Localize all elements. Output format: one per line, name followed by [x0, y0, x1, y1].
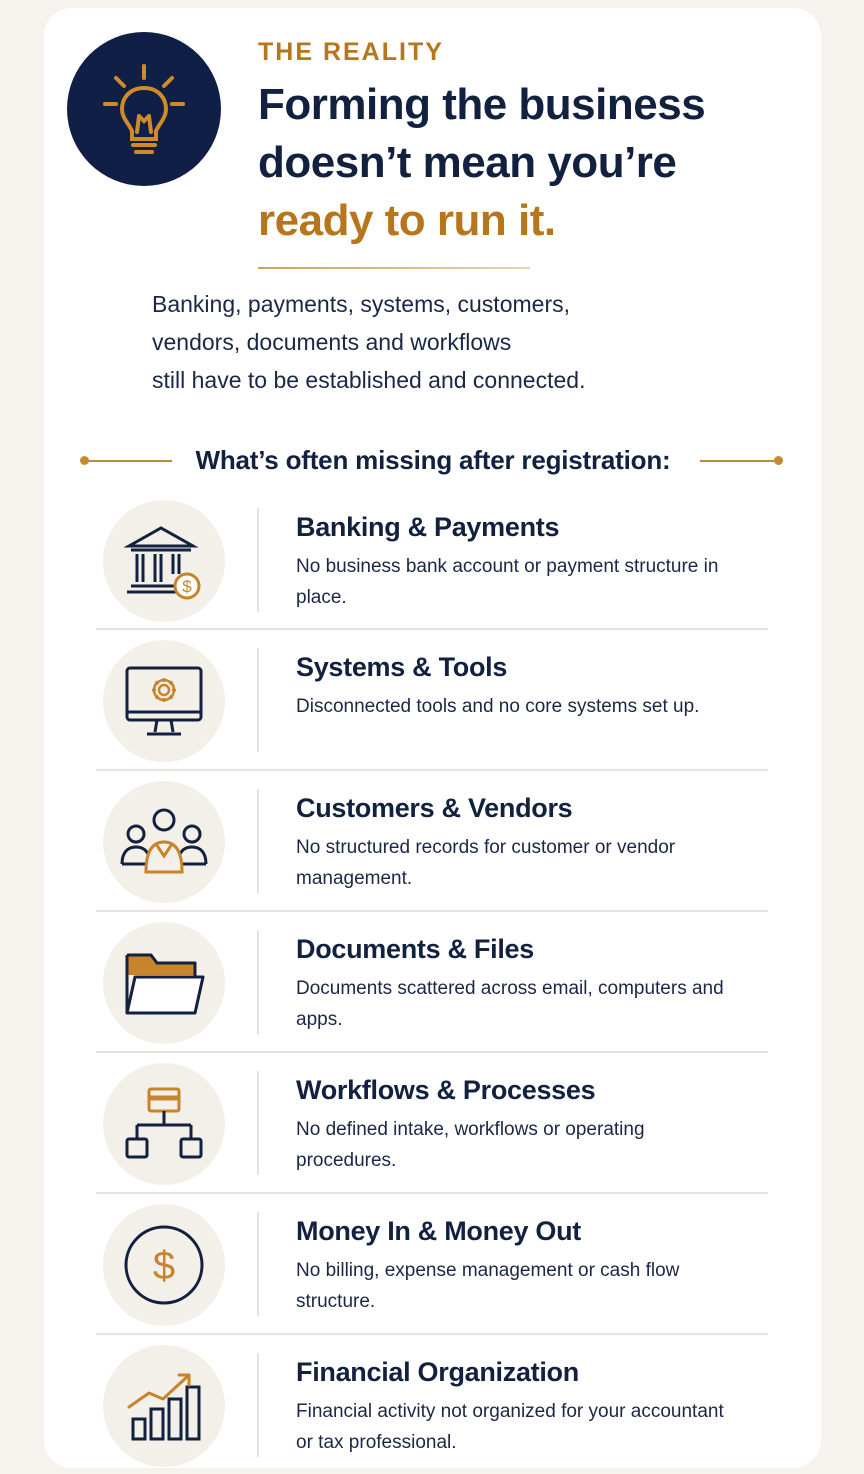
icon-circle: $ — [103, 500, 225, 622]
list-item-money: $ Money In & Money Out No billing, expen… — [96, 1204, 768, 1335]
missing-items-list: $ Banking & Payments No business bank ac… — [96, 500, 768, 1474]
list-item-customers: Customers & Vendors No structured record… — [96, 781, 768, 912]
people-icon — [120, 808, 208, 874]
heading-dot-left — [80, 456, 89, 465]
intro-line-2: vendors, documents and workflows — [152, 329, 512, 355]
item-divider — [257, 508, 259, 612]
svg-text:$: $ — [182, 577, 192, 596]
icon-circle — [103, 640, 225, 762]
bank-icon: $ — [123, 526, 201, 600]
list-item-banking: $ Banking & Payments No business bank ac… — [96, 500, 768, 630]
item-divider — [257, 789, 259, 893]
item-divider — [257, 648, 259, 752]
lightbulb-badge — [67, 32, 221, 186]
headline-accent: ready to run it. — [258, 196, 556, 245]
headline-line-1: Forming the business — [258, 80, 706, 129]
headline-divider — [258, 267, 530, 269]
item-divider — [257, 930, 259, 1034]
item-description: No structured records for customer or ve… — [296, 837, 676, 889]
item-divider — [257, 1071, 259, 1175]
headline-line-2: doesn’t mean you’re — [258, 138, 677, 187]
item-title: Systems & Tools — [296, 652, 508, 682]
heading-rule-left — [88, 460, 172, 462]
section-heading-text: What’s often missing after registration: — [195, 444, 671, 475]
item-title: Customers & Vendors — [296, 793, 573, 823]
item-description: Disconnected tools and no core systems s… — [296, 696, 700, 717]
page-headline: Forming the business doesn’t mean you’re… — [258, 76, 778, 250]
growth-chart-icon — [127, 1373, 201, 1441]
intro-line-3: still have to be established and connect… — [152, 367, 586, 393]
item-description: No business bank account or payment stru… — [296, 556, 719, 608]
workflow-icon — [125, 1087, 203, 1159]
list-item-documents: Documents & Files Documents scattered ac… — [96, 922, 768, 1053]
lightbulb-icon — [103, 64, 185, 154]
item-title: Money In & Money Out — [296, 1216, 582, 1246]
icon-circle — [103, 922, 225, 1044]
list-item-workflows: Workflows & Processes No defined intake,… — [96, 1063, 768, 1194]
item-divider — [257, 1353, 259, 1457]
folder-icon — [125, 953, 205, 1015]
item-description: Financial activity not organized for you… — [296, 1401, 724, 1453]
heading-rule-right — [700, 460, 778, 462]
item-title: Financial Organization — [296, 1357, 579, 1387]
eyebrow-label: THE REALITY — [258, 38, 444, 66]
intro-line-1: Banking, payments, systems, customers, — [152, 291, 570, 317]
heading-dot-right — [774, 456, 783, 465]
icon-circle — [103, 781, 225, 903]
icon-circle — [103, 1345, 225, 1467]
item-description: Documents scattered across email, comput… — [296, 978, 724, 1030]
section-heading: What’s often missing after registration: — [80, 440, 786, 480]
item-title: Workflows & Processes — [296, 1075, 596, 1105]
list-item-systems: Systems & Tools Disconnected tools and n… — [96, 640, 768, 771]
item-description: No defined intake, workflows or operatin… — [296, 1119, 645, 1171]
item-title: Documents & Files — [296, 934, 534, 964]
item-divider — [257, 1212, 259, 1316]
computer-gear-icon — [125, 666, 203, 736]
svg-text:$: $ — [153, 1244, 175, 1288]
item-description: No billing, expense management or cash f… — [296, 1260, 680, 1312]
icon-circle — [103, 1063, 225, 1185]
icon-circle: $ — [103, 1204, 225, 1326]
dollar-icon: $ — [124, 1225, 204, 1305]
intro-paragraph: Banking, payments, systems, customers, v… — [152, 285, 752, 399]
list-item-financial: Financial Organization Financial activit… — [96, 1345, 768, 1474]
item-title: Banking & Payments — [296, 512, 560, 542]
